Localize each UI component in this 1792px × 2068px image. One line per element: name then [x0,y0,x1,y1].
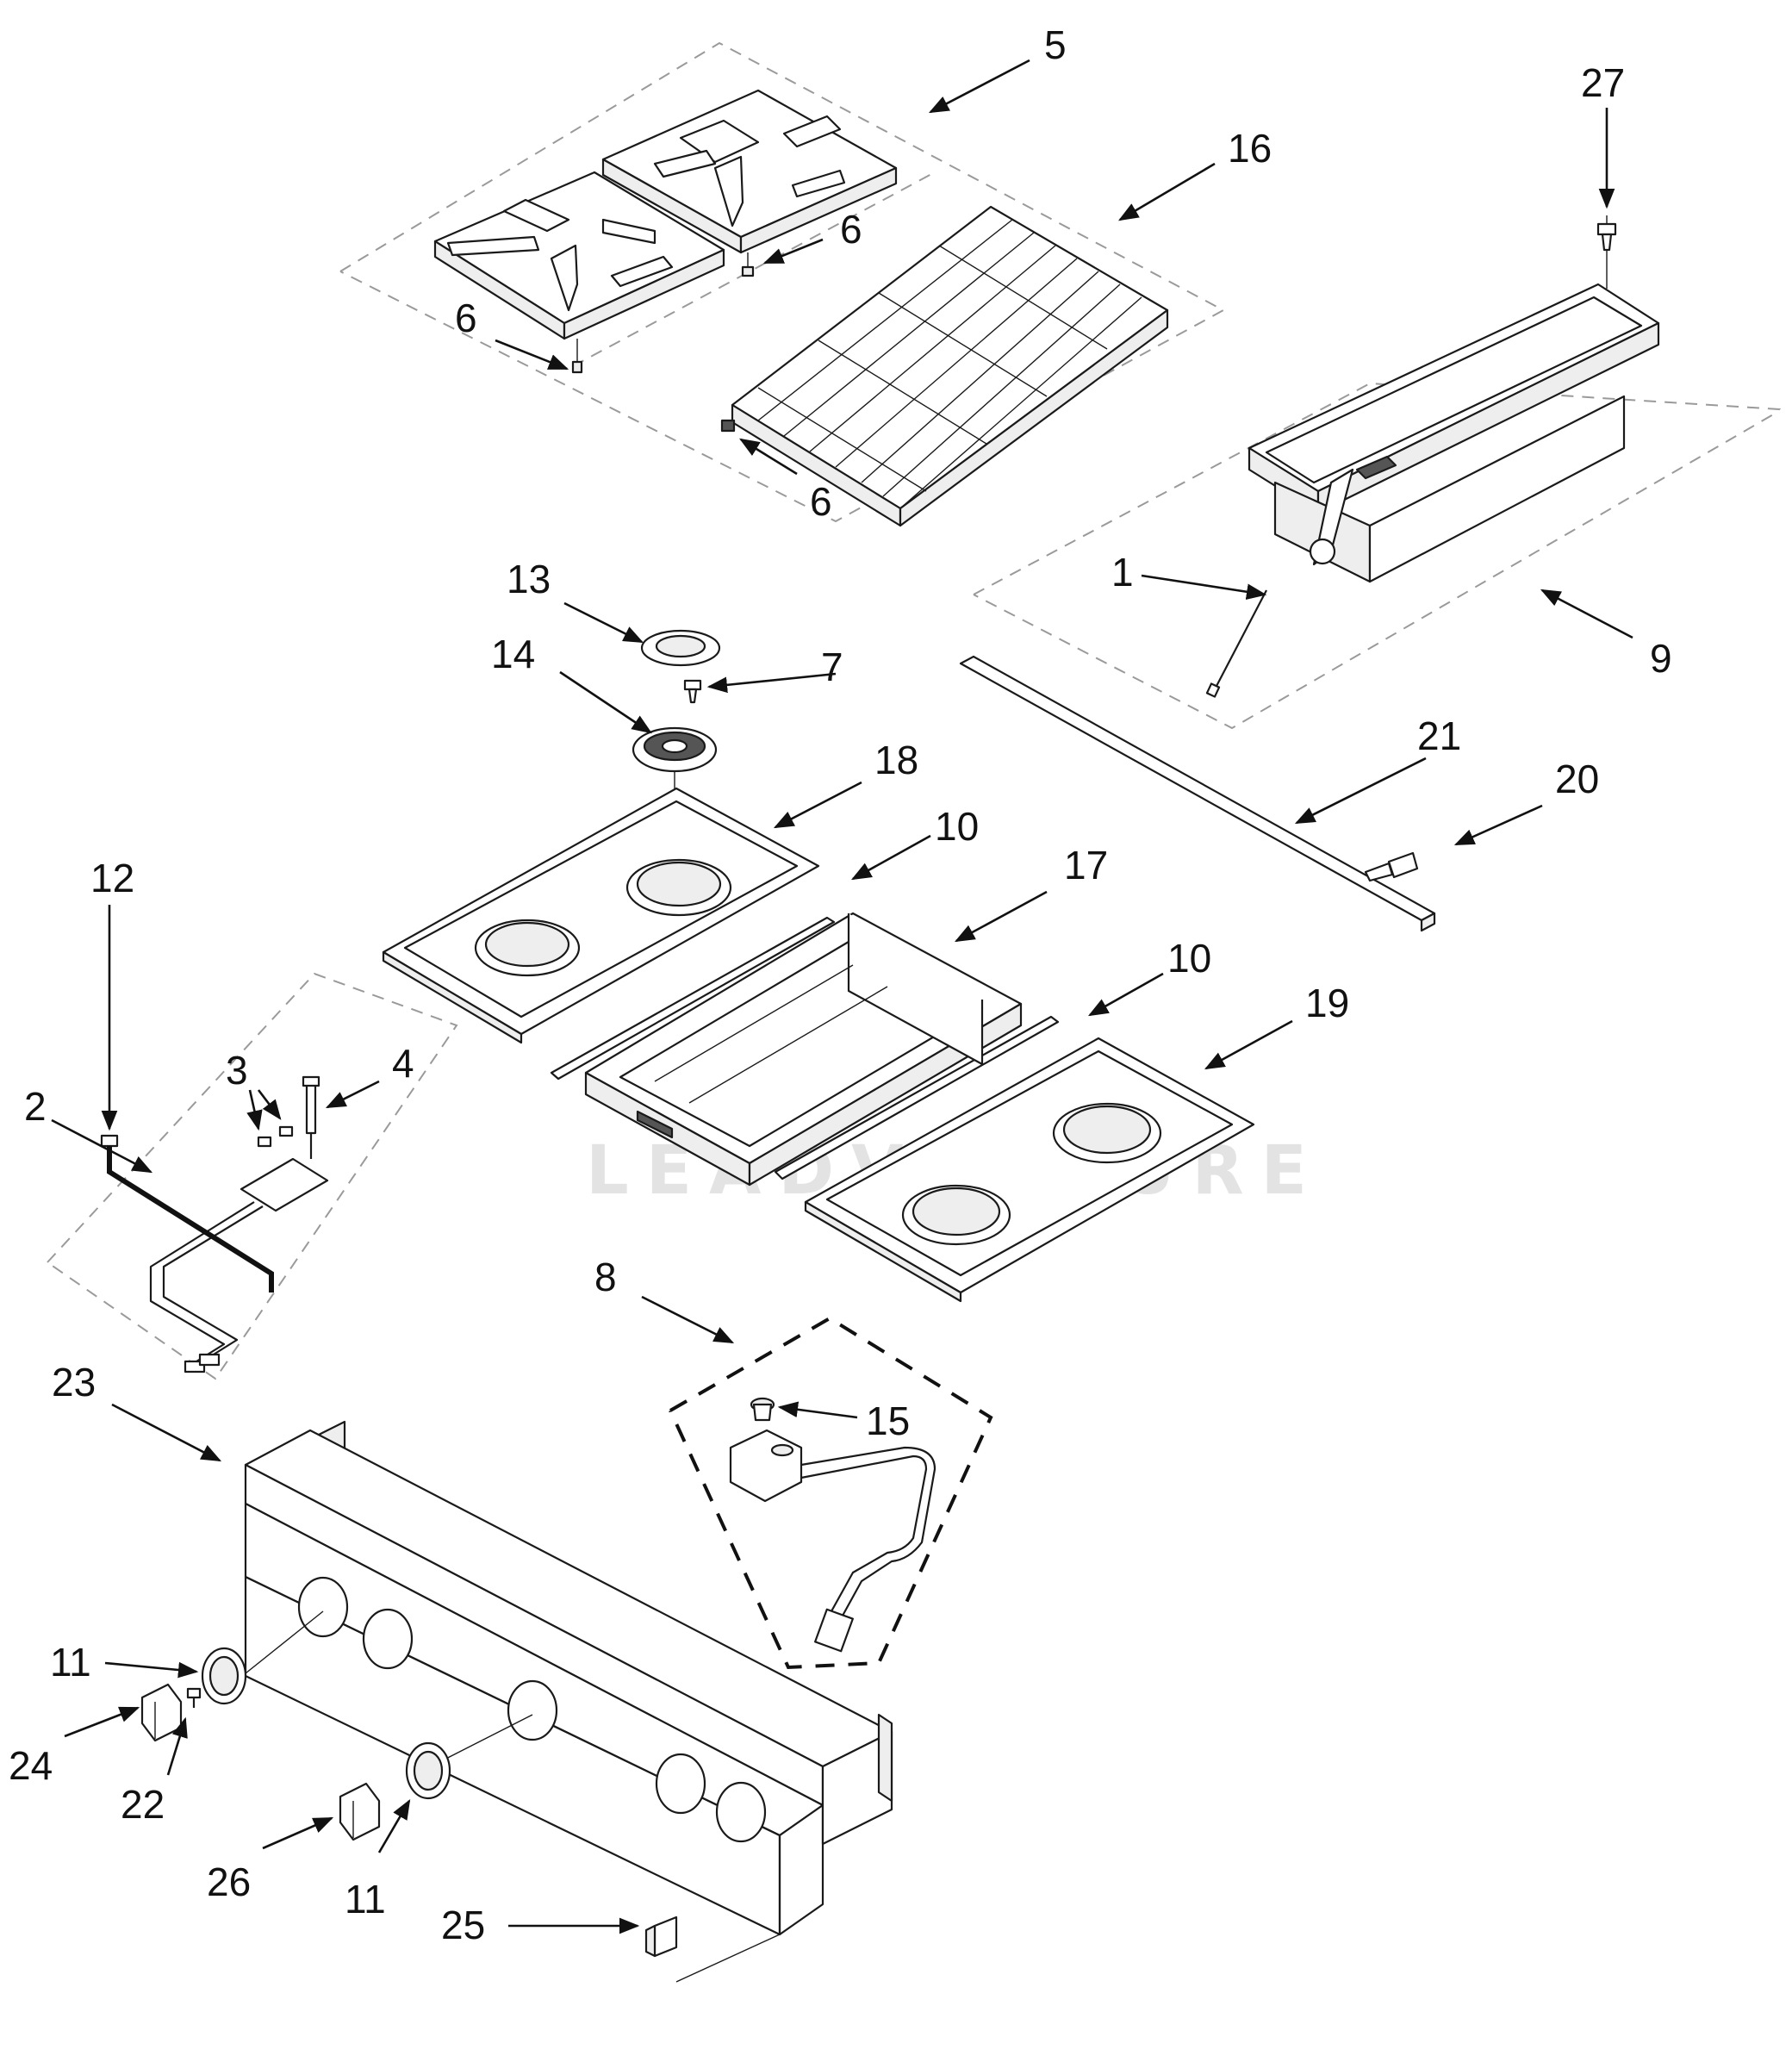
label-part-1: 1 [1111,550,1134,595]
center-tray [584,912,1023,1187]
burner-pan-right [804,1037,1255,1303]
label-part-26: 26 [207,1859,251,1904]
screw-27 [1596,222,1617,252]
burner-cap [640,629,721,667]
screw-7 [683,679,702,704]
label-part-18: 18 [874,738,918,782]
label-part-19: 19 [1305,981,1349,1025]
label-part-21: 21 [1417,713,1461,758]
label-part-17: 17 [1064,843,1108,888]
label-part-11-a: 11 [50,1640,91,1685]
knob-bezel-11-lower [405,1741,451,1800]
seal-strip-left [550,916,836,1081]
grate-group-region [339,41,1226,523]
label-part-6-b: 6 [455,296,477,340]
part-number-labels: 5 16 27 6 6 6 1 9 13 7 14 18 10 21 20 17… [9,22,1672,1947]
seal-strip-right [774,1015,1060,1180]
label-part-3: 3 [226,1048,248,1093]
label-part-15: 15 [866,1398,910,1443]
regulator-group-region [669,1316,993,1670]
label-part-8: 8 [594,1255,617,1299]
control-knob-24 [140,1683,183,1742]
orifice-15 [750,1397,775,1422]
label-part-2: 2 [24,1084,47,1129]
label-part-10-a: 10 [935,804,979,849]
label-part-23: 23 [52,1360,96,1405]
label-part-24: 24 [9,1743,53,1788]
screws-3 [257,1125,294,1148]
leader-lines [51,59,1633,1934]
screw-22 [186,1687,202,1708]
burner-grate-right [601,89,898,277]
label-part-6-a: 6 [840,207,862,252]
label-part-11-b: 11 [345,1877,386,1922]
gas-manifold [149,1157,329,1373]
supply-tube-12 [100,1134,274,1292]
trim-strip [959,655,1436,932]
control-knob-26 [339,1782,381,1841]
burner-grate-left [433,171,725,374]
label-part-25: 25 [441,1903,485,1947]
griddle-group-region [973,382,1782,730]
label-part-13: 13 [507,557,551,601]
knob-bezel-11-upper [201,1647,247,1705]
label-part-12: 12 [90,856,134,900]
label-part-10-b: 10 [1167,936,1211,981]
igniter-4 [302,1075,320,1159]
screw-20 [1364,851,1419,882]
label-part-6-c: 6 [810,479,832,524]
pressure-regulator [729,1429,936,1653]
griddle-assembly [1205,215,1660,698]
valve-group-region [47,972,458,1380]
cast-iron-grate [720,205,1169,527]
label-part-14: 14 [491,632,535,676]
label-part-16: 16 [1228,126,1272,171]
clip-25 [644,1915,678,1958]
label-part-5: 5 [1044,22,1067,67]
label-part-4: 4 [392,1041,414,1086]
label-part-22: 22 [121,1782,165,1827]
label-part-27: 27 [1581,60,1625,105]
control-panel [236,1420,893,1983]
label-part-9: 9 [1650,636,1672,681]
burner-head [632,726,718,879]
label-part-20: 20 [1555,757,1599,801]
label-part-7: 7 [821,645,843,689]
burner-pan-left [382,787,820,1044]
